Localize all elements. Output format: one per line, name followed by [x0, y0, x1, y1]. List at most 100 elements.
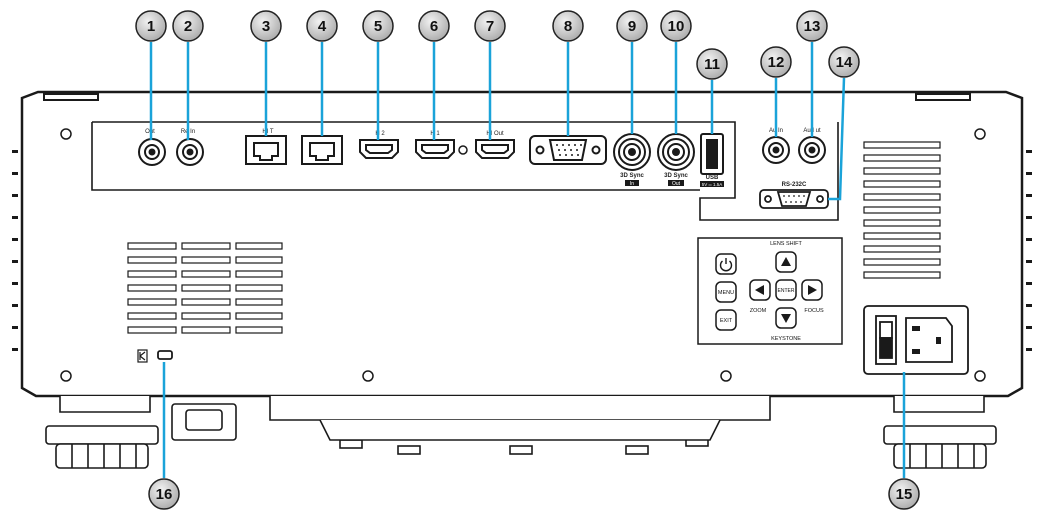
callout-1: 1 [135, 10, 167, 42]
callout-12: 12 [760, 46, 792, 78]
port-8-vga [529, 135, 607, 165]
callout-number: 13 [804, 18, 821, 35]
port-14-label: RS-232C [782, 182, 807, 188]
callout-bubble [660, 10, 692, 42]
callout-9: 9 [616, 10, 648, 42]
io-panel-outline [91, 121, 839, 221]
lock-icon [139, 351, 146, 361]
left-grille [127, 242, 283, 334]
kensington-lock [137, 349, 173, 363]
callout-number: 3 [262, 18, 270, 35]
callout-number: 2 [184, 18, 192, 35]
port-10-tag [668, 180, 684, 186]
callout-number: 15 [896, 486, 913, 503]
port-7-hdmi [475, 139, 515, 159]
callout-16: 16 [148, 478, 180, 510]
side-vent-left [12, 150, 18, 351]
callout-bubble [362, 10, 394, 42]
foot-right [883, 425, 997, 469]
keystone-label: KEYSTONE [771, 336, 801, 342]
enter-button[interactable] [775, 279, 797, 301]
port-6-label: H 1 [430, 131, 440, 137]
focus-label: FOCUS [804, 308, 824, 314]
zoom-label: ZOOM [750, 308, 767, 314]
left-arrow-icon [755, 285, 764, 295]
callout-bubble [474, 10, 506, 42]
port-9-bnc [613, 133, 651, 171]
callout-7: 7 [474, 10, 506, 42]
enter-key-label: ENTER [778, 288, 795, 294]
callout-5: 5 [362, 10, 394, 42]
port-6-hdmi [415, 139, 455, 159]
power-inlet [863, 305, 969, 375]
callout-number: 11 [704, 56, 720, 73]
callout-bubble [888, 478, 920, 510]
port-7-label: HI Out [486, 131, 504, 137]
callout-number: 7 [486, 18, 494, 35]
port-9-label: 3D Sync [620, 173, 644, 179]
exit-key-label: EXIT [720, 318, 733, 324]
callout-bubble [828, 46, 860, 78]
up-arrow-icon [781, 257, 791, 266]
callout-bubble [760, 46, 792, 78]
callout-bubble [616, 10, 648, 42]
callout-11: 11 [696, 48, 728, 80]
keypad-lens-shift-label: LENS SHIFT [770, 241, 802, 247]
callout-number: 5 [374, 18, 382, 35]
callout-6: 6 [418, 10, 450, 42]
menu-button[interactable] [715, 281, 737, 303]
power-switch[interactable] [879, 321, 893, 339]
callout-number: 10 [668, 18, 685, 35]
port-9-tag [625, 180, 639, 186]
callout-10: 10 [660, 10, 692, 42]
callout-3: 3 [250, 10, 282, 42]
port-11-label: USB [706, 175, 719, 181]
port-10-label: 3D Sync [664, 173, 688, 179]
port-10-bnc [657, 133, 695, 171]
callout-number: 4 [318, 18, 327, 35]
callout-bubble [250, 10, 282, 42]
screws [60, 128, 986, 382]
callout-number: 8 [564, 18, 572, 35]
port-5-hdmi [359, 139, 399, 159]
callout-15: 15 [888, 478, 920, 510]
port-11-sublabel: 5V ═ 1.5A [702, 182, 722, 187]
port-4-rj45 [301, 135, 343, 165]
callout-bubble [418, 10, 450, 42]
side-vent-right [1026, 150, 1032, 351]
port-14-rs232 [759, 189, 829, 209]
callout-13: 13 [796, 10, 828, 42]
bottom-structure [59, 396, 985, 455]
power-icon [719, 258, 733, 272]
callout-number: 12 [768, 54, 785, 71]
port-11-tag [700, 181, 724, 187]
keypad-panel: LENS SHIFT MENU ENTER EXIT ZOOM FOCUS KE… [697, 237, 843, 345]
callout-number: 6 [430, 18, 438, 35]
port-2-jack [176, 138, 204, 166]
menu-key-label: MENU [718, 290, 734, 296]
callout-lines [149, 42, 906, 478]
callout-bubble [552, 10, 584, 42]
callout-4: 4 [306, 10, 338, 42]
callout-number: 16 [156, 486, 173, 503]
callout-bubble [135, 10, 167, 42]
port-5-label: H 2 [375, 131, 385, 137]
callout-number: 1 [147, 18, 155, 35]
port-10-sublabel: Out [672, 181, 681, 187]
port-3-rj45 [245, 135, 287, 165]
callout-number: 9 [628, 18, 636, 35]
callout-bubble [696, 48, 728, 80]
callout-bubble [306, 10, 338, 42]
exit-button[interactable] [715, 309, 737, 331]
port-3-label: HI T [262, 129, 274, 135]
callout-bubble [148, 478, 180, 510]
callout-line-14 [828, 77, 846, 201]
callout-2: 2 [172, 10, 204, 42]
projector-body [20, 90, 1024, 398]
callout-bubble [796, 10, 828, 42]
right-arrow-icon [808, 285, 817, 295]
port-1-jack [138, 138, 166, 166]
